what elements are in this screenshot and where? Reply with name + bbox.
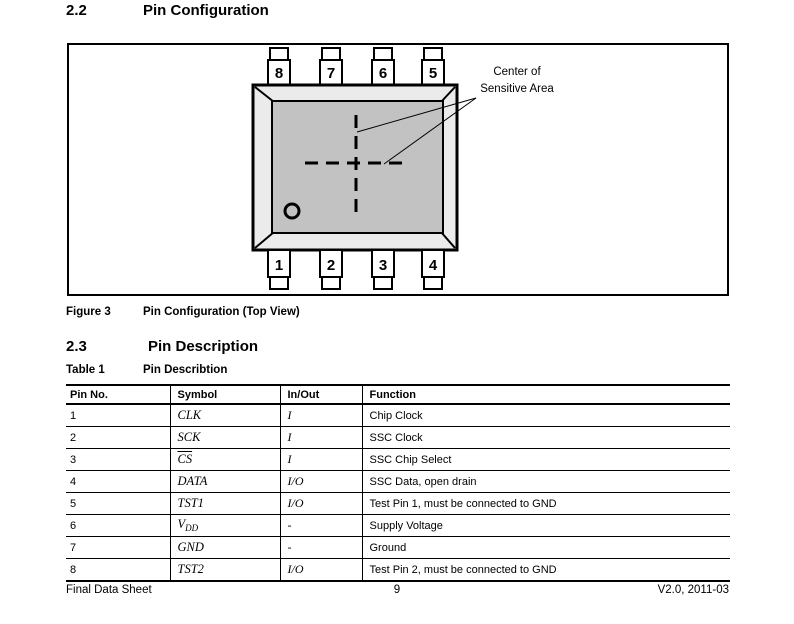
cell-function: Test Pin 2, must be connected to GND bbox=[361, 558, 730, 581]
pin-8: 8 bbox=[267, 47, 291, 86]
table-row: 4 DATA I/O SSC Data, open drain bbox=[66, 470, 730, 493]
annotation-line1: Center of bbox=[493, 66, 541, 78]
table-row: 7 GND - Ground bbox=[66, 536, 730, 559]
bevel-top-left bbox=[254, 86, 275, 103]
pin-2-label: 2 bbox=[327, 257, 335, 274]
cell-inout: - bbox=[279, 514, 362, 537]
cell-symbol: TST1 bbox=[169, 492, 280, 515]
col-header-pin-no: Pin No. bbox=[66, 385, 170, 405]
cell-inout: I bbox=[279, 448, 362, 471]
table-row: 5 TST1 I/O Test Pin 1, must be connected… bbox=[66, 492, 730, 515]
annotation-line2: Sensitive Area bbox=[480, 83, 554, 95]
cell-function: Chip Clock bbox=[361, 404, 730, 427]
table-row: 2 SCK I SSC Clock bbox=[66, 426, 730, 449]
cell-symbol: TST2 bbox=[169, 558, 280, 581]
cell-inout: - bbox=[279, 536, 362, 559]
section-title: Pin Configuration bbox=[143, 2, 269, 19]
cell-function: SSC Data, open drain bbox=[361, 470, 730, 493]
cell-inout: I/O bbox=[279, 492, 362, 515]
table-row: 1 CLK I Chip Clock bbox=[66, 404, 730, 427]
pin-6-label: 6 bbox=[379, 65, 387, 82]
section-heading-2-3: 2.3 Pin Description bbox=[66, 338, 258, 356]
cell-function: SSC Chip Select bbox=[361, 448, 730, 471]
bevel-top-right bbox=[440, 86, 456, 103]
table-row: 3 CS I SSC Chip Select bbox=[66, 448, 730, 471]
page-footer: Final Data Sheet 9 V2.0, 2011-03 bbox=[0, 584, 794, 600]
cell-pin-no: 4 bbox=[66, 470, 170, 493]
table-header-row: Pin No. Symbol In/Out Function bbox=[66, 385, 730, 405]
cell-symbol: DATA bbox=[169, 470, 280, 493]
bevel-bottom-right bbox=[440, 231, 456, 249]
pin-6: 6 bbox=[371, 47, 395, 86]
cell-pin-no: 1 bbox=[66, 404, 170, 427]
cell-symbol: SCK bbox=[169, 426, 280, 449]
table-caption-text: Pin Describtion bbox=[143, 364, 228, 376]
cell-symbol: GND bbox=[169, 536, 280, 559]
col-header-inout: In/Out bbox=[279, 385, 362, 405]
table-caption: Table 1 Pin Describtion bbox=[66, 360, 227, 378]
figure-caption-label: Figure 3 bbox=[66, 306, 111, 318]
table-row: 8 TST2 I/O Test Pin 2, must be connected… bbox=[66, 558, 730, 581]
figure-caption: Figure 3 Pin Configuration (Top View) bbox=[66, 302, 300, 320]
section-number: 2.3 bbox=[66, 338, 87, 355]
cell-function: Ground bbox=[361, 536, 730, 559]
cell-inout: I bbox=[279, 404, 362, 427]
pin-5: 5 bbox=[421, 47, 445, 86]
table-caption-label: Table 1 bbox=[66, 364, 105, 376]
pin-2: 2 bbox=[319, 249, 343, 290]
cell-pin-no: 2 bbox=[66, 426, 170, 449]
pin-1-label: 1 bbox=[275, 257, 283, 274]
pin-3: 3 bbox=[371, 249, 395, 290]
cell-pin-no: 7 bbox=[66, 536, 170, 559]
cell-symbol: CS bbox=[169, 448, 280, 471]
pin-3-label: 3 bbox=[379, 257, 387, 274]
pin-7-label: 7 bbox=[327, 65, 335, 82]
pin-7: 7 bbox=[319, 47, 343, 86]
bevel-bottom-left bbox=[254, 231, 275, 249]
cell-function: SSC Clock bbox=[361, 426, 730, 449]
col-header-function: Function bbox=[361, 385, 730, 405]
footer-document-title: Final Data Sheet bbox=[66, 584, 152, 596]
footer-page-number: 9 bbox=[393, 584, 401, 596]
leader-line-1 bbox=[356, 97, 477, 133]
pin-8-label: 8 bbox=[275, 65, 283, 82]
section-number: 2.2 bbox=[66, 2, 87, 19]
pin-4-label: 4 bbox=[429, 257, 438, 274]
pin-5-label: 5 bbox=[429, 65, 437, 82]
col-header-symbol: Symbol bbox=[169, 385, 280, 405]
cell-pin-no: 3 bbox=[66, 448, 170, 471]
pin-configuration-figure: 8 7 6 5 Center of bbox=[67, 43, 729, 296]
cell-pin-no: 5 bbox=[66, 492, 170, 515]
cell-symbol: CLK bbox=[169, 404, 280, 427]
section-heading-2-2: 2.2 Pin Configuration bbox=[66, 2, 269, 20]
pin-4: 4 bbox=[421, 249, 445, 290]
table-row: 6 VDD - Supply Voltage bbox=[66, 514, 730, 537]
footer-version: V2.0, 2011-03 bbox=[657, 584, 729, 596]
cell-function: Test Pin 1, must be connected to GND bbox=[361, 492, 730, 515]
cell-function: Supply Voltage bbox=[361, 514, 730, 537]
pin-description-table: Pin No. Symbol In/Out Function 1 CLK I C… bbox=[66, 384, 730, 582]
section-title: Pin Description bbox=[148, 338, 259, 355]
cell-pin-no: 6 bbox=[66, 514, 170, 537]
chip-top-view-drawing: 8 7 6 5 Center of bbox=[251, 47, 554, 290]
pin-1: 1 bbox=[267, 249, 291, 290]
pin1-indicator-circle bbox=[283, 202, 301, 220]
cell-inout: I bbox=[279, 426, 362, 449]
cell-inout: I/O bbox=[279, 470, 362, 493]
cell-symbol: VDD bbox=[169, 514, 280, 537]
leader-line-2 bbox=[383, 97, 477, 165]
cell-inout: I/O bbox=[279, 558, 362, 581]
cell-pin-no: 8 bbox=[70, 563, 77, 576]
figure-caption-text: Pin Configuration (Top View) bbox=[143, 306, 300, 318]
